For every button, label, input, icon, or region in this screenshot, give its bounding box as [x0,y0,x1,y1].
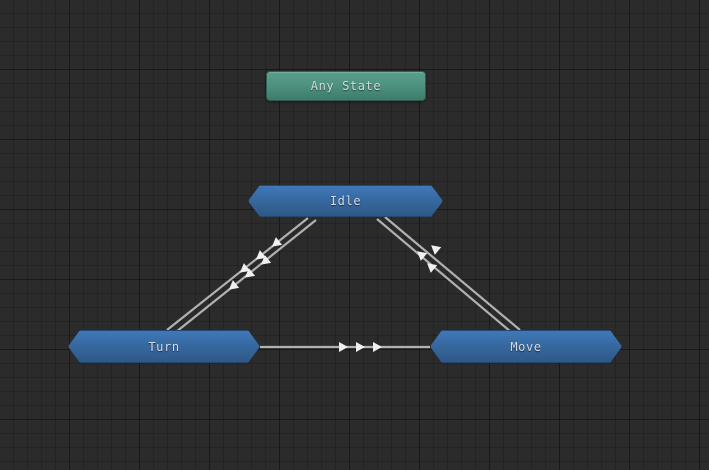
state-node-label: Move [510,339,542,354]
state-node-turn[interactable]: Turn [68,330,260,363]
state-node-label: Idle [329,194,362,208]
state-node-move[interactable]: Move [430,330,622,363]
transition-turn-move[interactable] [260,342,430,352]
transition-idle-move[interactable] [376,216,521,333]
transition-idle-turn[interactable] [166,217,317,333]
state-node-label: Any State [310,79,382,93]
state-node-any-state[interactable]: Any State [266,71,426,101]
state-node-label: Turn [148,339,180,354]
state-node-idle[interactable]: Idle [248,185,443,217]
